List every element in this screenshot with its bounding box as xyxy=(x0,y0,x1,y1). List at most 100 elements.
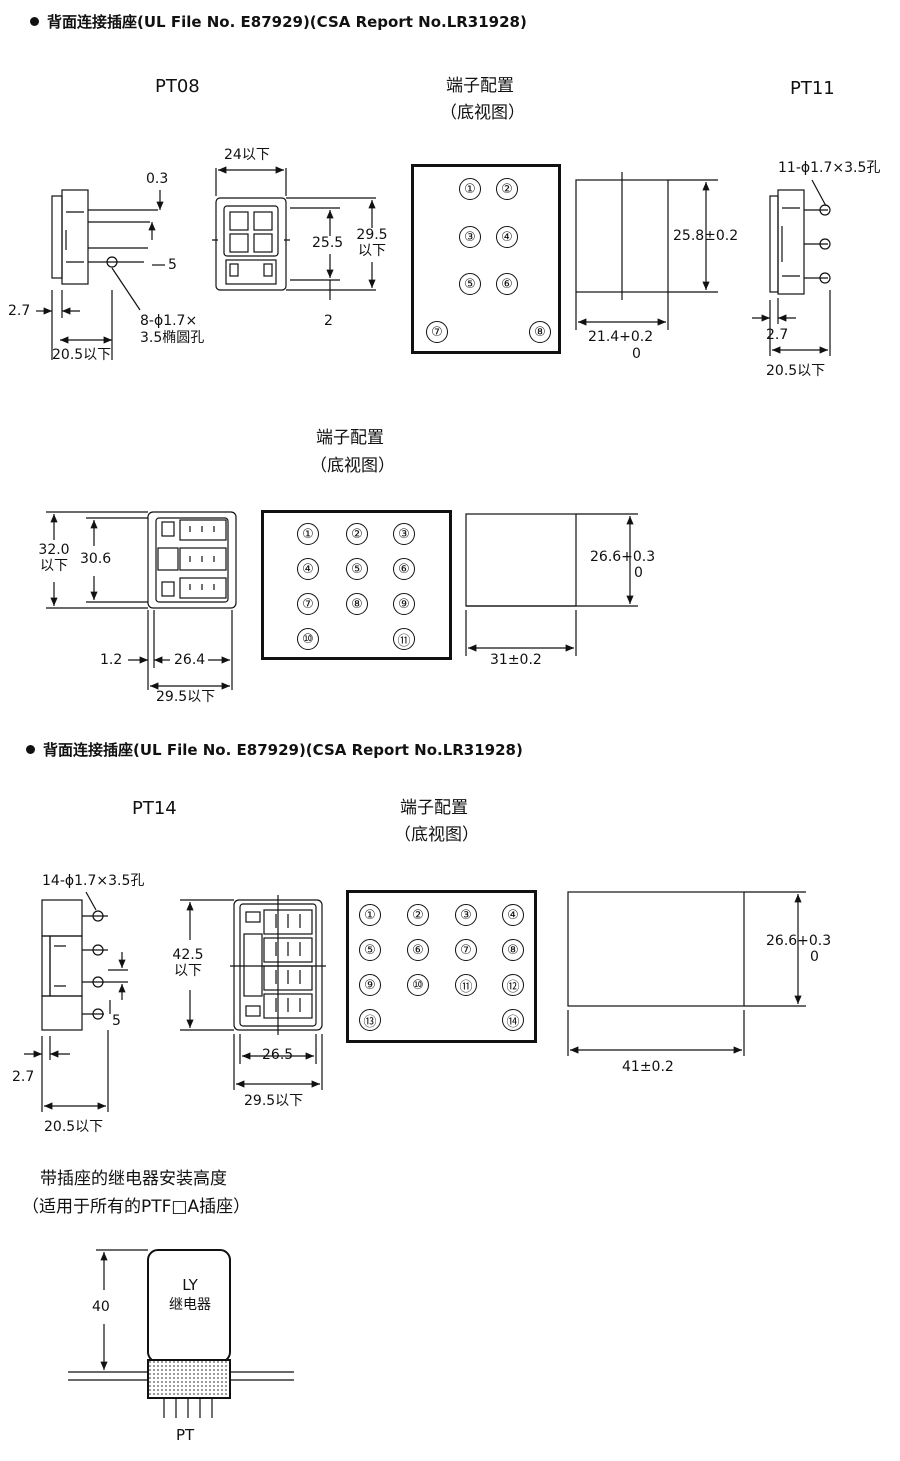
pin-8: ⑧ xyxy=(502,939,524,961)
mounting-height-dim-40: 40 xyxy=(92,1299,110,1315)
section-heading-2: 背面连接插座(UL File No. E87929)(CSA Report No… xyxy=(26,743,523,758)
pt11-dim-32: 32.0 以下 xyxy=(38,542,70,574)
pt08-depth: 20.5以下 xyxy=(52,347,112,363)
pin-12: ⑫ xyxy=(502,974,524,996)
terminal-title-3: 端子配置 xyxy=(400,798,468,818)
pt11-terminal-layout: ① ② ③ ④ ⑤ ⑥ ⑦ ⑧ ⑨ ⑩ ⑪ xyxy=(261,510,452,660)
pt14-dim-5: 5 xyxy=(112,1013,121,1029)
terminal-title-1: 端子配置 xyxy=(446,76,514,96)
pt14-dim-26-5: 26.5 xyxy=(262,1047,294,1063)
mounting-height-drawing xyxy=(68,1249,294,1418)
pt11-cutout-height-1: 26.6+0.3 xyxy=(590,549,656,565)
pt08-hole-note-2: 3.5椭圆孔 xyxy=(140,330,205,346)
pt14-hole-note: 14-ϕ1.7×3.5孔 xyxy=(42,873,145,889)
bullet-icon xyxy=(30,17,39,26)
pin-2: ② xyxy=(496,178,518,200)
section-heading-1: 背面连接插座(UL File No. E87929)(CSA Report No… xyxy=(30,15,527,30)
pt08-side-view xyxy=(36,189,165,360)
pin-3: ③ xyxy=(459,226,481,248)
pin-6: ⑥ xyxy=(407,939,429,961)
pt14-cutout-width: 41±0.2 xyxy=(622,1059,674,1075)
mounting-height-subtitle: （适用于所有的PTF□A插座） xyxy=(22,1197,251,1217)
pin-8: ⑧ xyxy=(529,321,551,343)
pt14-front-view xyxy=(180,895,326,1090)
pin-7: ⑦ xyxy=(297,593,319,615)
pt08-panel-cutout xyxy=(575,172,718,330)
pt14-terminal-layout: ① ② ③ ④ ⑤ ⑥ ⑦ ⑧ ⑨ ⑩ ⑪ ⑫ ⑬ ⑭ xyxy=(346,890,537,1043)
pt14-width: 29.5以下 xyxy=(244,1093,304,1109)
pt08-dim-2: 2 xyxy=(324,313,333,329)
socket-label: PT xyxy=(176,1426,195,1444)
pt14-panel-cutout xyxy=(567,891,806,1056)
pt08-dim-25-5: 25.5 xyxy=(312,235,344,251)
bullet-icon xyxy=(26,745,35,754)
pt08-cutout-width-1: 21.4+0.2 xyxy=(588,329,654,345)
pin-2: ② xyxy=(346,523,368,545)
pin-5: ⑤ xyxy=(359,939,381,961)
pt11-dim-30-6: 30.6 xyxy=(80,551,112,567)
pt14-cutout-height-1: 26.6+0.3 xyxy=(766,933,832,949)
pt08-terminal-layout: ① ② ③ ④ ⑤ ⑥ ⑦ ⑧ xyxy=(411,164,561,354)
pin-14: ⑭ xyxy=(502,1009,524,1031)
terminal-subtitle-2: （底视图） xyxy=(310,456,395,476)
pin-10: ⑩ xyxy=(407,974,429,996)
pin-5: ⑤ xyxy=(346,558,368,580)
pin-11: ⑪ xyxy=(455,974,477,996)
pt11-title: PT11 xyxy=(790,78,835,99)
pt11-dim-26-4: 26.4 xyxy=(174,652,206,668)
terminal-subtitle-3: （底视图） xyxy=(394,825,479,845)
pt08-cutout-width-2: 0 xyxy=(632,346,641,362)
relay-name: LY xyxy=(182,1276,198,1294)
pin-1: ① xyxy=(359,904,381,926)
pt11-cutout-height-2: 0 xyxy=(634,565,643,581)
pin-3: ③ xyxy=(393,523,415,545)
pin-1: ① xyxy=(297,523,319,545)
pt14-title: PT14 xyxy=(132,798,177,819)
pin-1: ① xyxy=(459,178,481,200)
pt08-dim-2-7: 2.7 xyxy=(8,303,31,319)
pin-4: ④ xyxy=(297,558,319,580)
pin-7: ⑦ xyxy=(455,939,477,961)
pin-3: ③ xyxy=(455,904,477,926)
pin-6: ⑥ xyxy=(496,273,518,295)
pt14-dim-42-5: 42.5 以下 xyxy=(172,947,204,979)
pt11-dim-2-7: 2.7 xyxy=(766,327,789,343)
pt14-cutout-height-2: 0 xyxy=(810,949,819,965)
pt14-dim-2-7: 2.7 xyxy=(12,1069,35,1085)
pt11-depth: 20.5以下 xyxy=(766,363,826,379)
pin-5: ⑤ xyxy=(459,273,481,295)
pin-4: ④ xyxy=(496,226,518,248)
mounting-height-title: 带插座的继电器安装高度 xyxy=(40,1169,227,1189)
pin-9: ⑨ xyxy=(393,593,415,615)
pt08-title: PT08 xyxy=(155,76,200,97)
pt14-side-view xyxy=(24,891,128,1112)
pt11-hole-note: 11-ϕ1.7×3.5孔 xyxy=(778,160,881,176)
pin-4: ④ xyxy=(502,904,524,926)
relay-label: 继电器 xyxy=(169,1297,211,1313)
pt11-panel-cutout xyxy=(465,513,638,656)
pt08-top-view xyxy=(212,166,376,300)
pin-13: ⑬ xyxy=(359,1009,381,1031)
pin-9: ⑨ xyxy=(359,974,381,996)
pt11-dim-1-2: 1.2 xyxy=(100,652,123,668)
pt08-dim-29-5: 29.5 以下 xyxy=(356,227,388,259)
terminal-title-2: 端子配置 xyxy=(316,428,384,448)
pt08-dim-0-3: 0.3 xyxy=(146,171,169,187)
pt11-front-view xyxy=(46,511,237,690)
pt08-cutout-height: 25.8±0.2 xyxy=(673,228,739,244)
pt08-width-label: 24以下 xyxy=(224,147,270,163)
pt11-width: 29.5以下 xyxy=(156,689,216,705)
terminal-subtitle-1: （底视图） xyxy=(440,103,525,123)
pin-2: ② xyxy=(407,904,429,926)
pin-7: ⑦ xyxy=(426,321,448,343)
pt14-depth: 20.5以下 xyxy=(44,1119,104,1135)
pt11-side-view xyxy=(752,179,831,356)
pt11-cutout-width: 31±0.2 xyxy=(490,652,542,668)
pin-11: ⑪ xyxy=(393,628,415,650)
pt08-hole-note-1: 8-ϕ1.7× xyxy=(140,313,198,329)
pin-8: ⑧ xyxy=(346,593,368,615)
pin-10: ⑩ xyxy=(297,628,319,650)
pin-6: ⑥ xyxy=(393,558,415,580)
pt08-dim-5: 5 xyxy=(168,257,177,273)
